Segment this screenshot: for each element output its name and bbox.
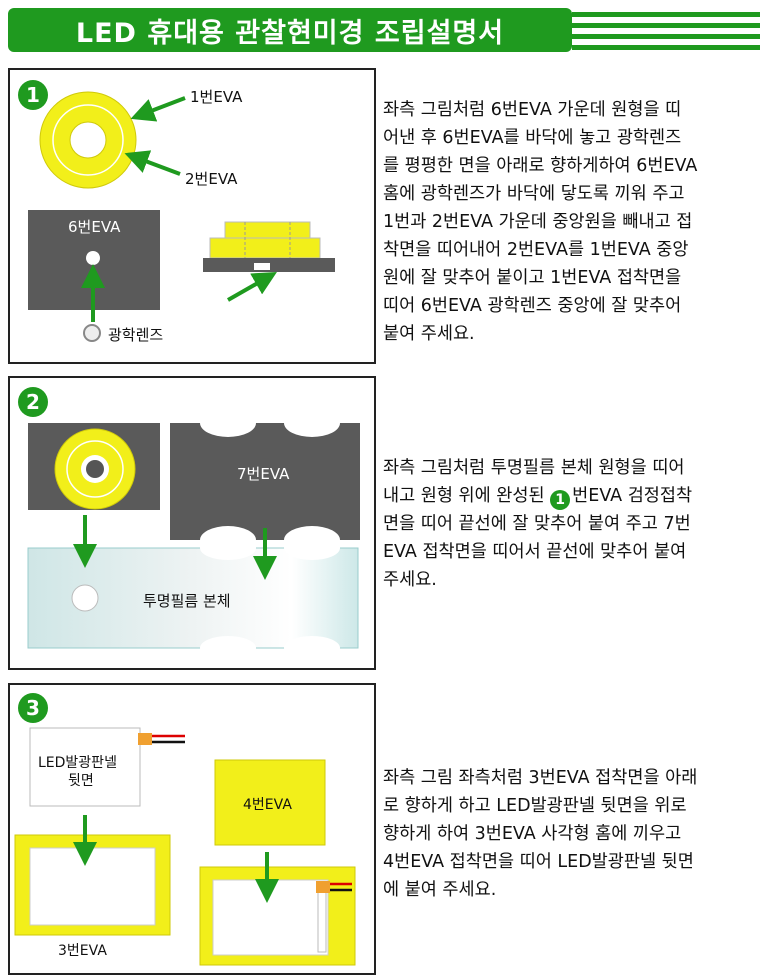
step-1-badge: 1 [18, 80, 48, 110]
eva-ring-top-view [39, 91, 137, 189]
svg-text:3: 3 [26, 696, 40, 720]
arrow-icon [227, 272, 277, 302]
text-line: 띠어 6번EVA 광학렌즈 중앙에 잘 맞추어 [383, 296, 682, 316]
text-segment: 내고 원형 위에 완성된 [383, 486, 551, 506]
header-stripe [572, 23, 760, 28]
label-panel-back: LED발광판넬 [38, 755, 117, 771]
text-line: 를 평평한 면을 아래로 향하게하여 6번EVA [383, 156, 698, 176]
step-1-instructions: 좌측 그림처럼 6번EVA 가운데 원형을 띠 어낸 후 6번EVA를 바닥에 … [383, 96, 697, 348]
svg-text:1: 1 [26, 83, 40, 107]
header-stripe [572, 12, 760, 17]
arrow-icon [124, 150, 181, 176]
header-stripe [572, 45, 760, 50]
label-film: 투명필름 본체 [143, 592, 231, 610]
text-line: 붙여 주세요. [383, 324, 475, 344]
label-eva3: 3번EVA [58, 943, 107, 959]
text-line: 원에 잘 맞추어 붙이고 1번EVA 접착면을 [383, 268, 682, 288]
text-line: 좌측 그림 좌측처럼 3번EVA 접착면을 아래 [383, 768, 698, 788]
text-line: EVA 접착면을 띠어서 끝선에 맞추어 붙여 [383, 542, 687, 562]
step-3-instructions: 좌측 그림 좌측처럼 3번EVA 접착면을 아래 로 향하게 하고 LED발광판… [383, 764, 697, 904]
text-line: 1번과 2번EVA 가운데 중앙원을 빼내고 접 [383, 212, 693, 232]
eva4-block [214, 759, 326, 846]
text-line: 어낸 후 6번EVA를 바닥에 놓고 광학렌즈 [383, 128, 682, 148]
side-view-stack [203, 221, 335, 272]
svg-text:2: 2 [26, 390, 40, 414]
header-stripe [572, 34, 760, 39]
text-line: 주세요. [383, 570, 437, 590]
led-panel-back [29, 727, 141, 807]
text-line: 에 붙여 주세요. [383, 880, 497, 900]
page-title: LED 휴대용 관찰현미경 조립설명서 [8, 8, 572, 52]
label-eva4: 4번EVA [243, 797, 292, 813]
text-line: 4번EVA 접착면을 띠어 LED발광판넬 뒷면 [383, 852, 694, 872]
step-3-badge: 3 [18, 693, 48, 723]
text-line: 로 향하게 하고 LED발광판넬 뒷면을 위로 [383, 796, 687, 816]
arrow-icon [130, 96, 186, 122]
text-line: 착면을 띠어내어 2번EVA를 1번EVA 중앙 [383, 240, 689, 260]
text-line: 홈에 광학렌즈가 바닥에 닿도록 끼워 주고 [383, 184, 685, 204]
step-2-badge: 2 [18, 387, 48, 417]
lens-hole [86, 251, 100, 265]
label-panel-back-2: 뒷면 [68, 773, 94, 789]
eva7-block [170, 409, 360, 554]
text-line: 면을 띠어 끝선에 잘 맞추어 붙여 주고 7번 [383, 514, 691, 534]
text-line: 향하게 하여 3번EVA 사각형 홈에 끼우고 [383, 824, 682, 844]
step-1-inline-badge: 1 [550, 490, 571, 510]
label-eva7: 7번EVA [237, 465, 290, 483]
label-eva2: 2번EVA [185, 170, 238, 188]
label-lens: 광학렌즈 [108, 326, 164, 344]
text-line: 좌측 그림처럼 6번EVA 가운데 원형을 띠 [383, 100, 682, 120]
label-eva1: 1번EVA [190, 88, 243, 106]
text-line: 좌측 그림처럼 투명필름 본체 원형을 띠어 [383, 458, 685, 478]
label-eva6: 6번EVA [68, 218, 121, 236]
text-segment: 번EVA 검정접착 [572, 486, 693, 506]
lens-icon [83, 324, 101, 342]
